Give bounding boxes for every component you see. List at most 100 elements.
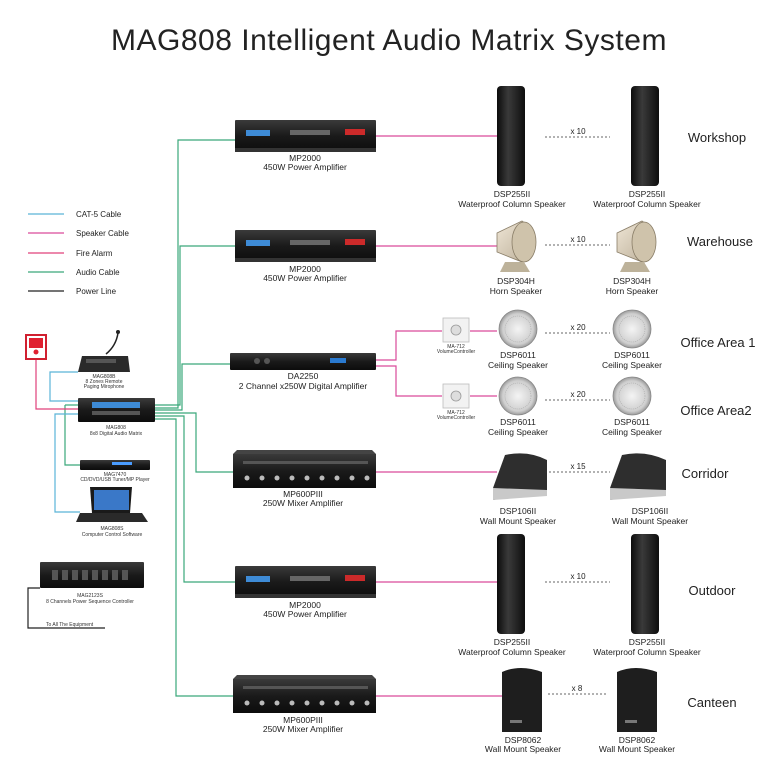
office-1-speaker-2-desc: Ceiling Speaker [602, 360, 662, 370]
multiplier-workshop: x 10 [570, 127, 586, 136]
outdoor-speaker-1-model: DSP255II [494, 637, 530, 647]
amp-1-desc: 450W Power Amplifier [263, 162, 347, 172]
office-2-speaker-2-model: DSP6011 [614, 417, 650, 427]
zone-office-1: Office Area 1 [681, 335, 756, 350]
warehouse-speaker-1-desc: Horn Speaker [490, 286, 543, 296]
corridor-speakers: DSP106II Wall Mount Speaker DSP106II Wal… [480, 453, 688, 526]
workshop-speaker-1-model: DSP255II [494, 189, 530, 199]
equipment-label: To All The Equipment [46, 622, 94, 628]
cable-layer [27, 135, 502, 697]
warehouse-speaker-2-desc: Horn Speaker [606, 286, 659, 296]
outdoor-speakers: DSP255II Waterproof Column Speaker DSP25… [458, 534, 701, 657]
fire-alarm-panel [25, 334, 47, 360]
multiplier-canteen: x 8 [572, 684, 583, 693]
office-1-speaker-2-model: DSP6011 [614, 350, 650, 360]
sequencer-desc: 8 Channels Power Sequence Controller [46, 599, 134, 605]
zone-office-2: Office Area2 [680, 403, 751, 418]
corridor-speaker-1-desc: Wall Mount Speaker [480, 516, 556, 526]
amplifier-2: MP2000 450W Power Amplifier [235, 230, 376, 283]
volume-controller-2: MA-712 VolumeController [437, 383, 476, 421]
office-2-speaker-1-model: DSP6011 [500, 417, 536, 427]
vc-2-model: MA-712 [447, 410, 465, 416]
vc-2-desc: VolumeController [437, 415, 476, 421]
office-1-speakers: DSP6011 Ceiling Speaker DSP6011 Ceiling … [488, 309, 662, 370]
legend-label-audio: Audio Cable [76, 268, 120, 277]
amplifier-1: MP2000 450W Power Amplifier [235, 120, 376, 172]
zone-outdoor: Outdoor [689, 583, 737, 598]
workshop-speaker-2-model: DSP255II [629, 189, 665, 199]
legend: CAT-5 Cable Speaker Cable Fire Alarm Aud… [28, 210, 129, 296]
volume-controller-1: MA-712 VolumeController [437, 317, 476, 355]
multiplier-outdoor: x 10 [570, 572, 586, 581]
audio-cables [64, 139, 235, 697]
workshop-speakers: DSP255II Waterproof Column Speaker DSP25… [458, 86, 701, 209]
zone-corridor: Corridor [682, 466, 730, 481]
amp-3-desc: 2 Channel x250W Digital Amplifier [239, 381, 368, 391]
warehouse-speaker-1-model: DSP304H [497, 276, 535, 286]
amplifier-5: MP2000 450W Power Amplifier [235, 566, 376, 619]
office-2-speaker-1-desc: Ceiling Speaker [488, 427, 548, 437]
zone-warehouse: Warehouse [687, 234, 753, 249]
amp-3-model: DA2250 [288, 371, 319, 381]
player-desc: CD/DVD/USB Tuner/MP Player [80, 477, 150, 483]
zone-workshop: Workshop [688, 130, 746, 145]
canteen-speaker-2-model: DSP8062 [619, 735, 656, 745]
software-model: MAG808S [100, 526, 124, 532]
legend-label-power: Power Line [76, 287, 117, 296]
corridor-speaker-1-model: DSP106II [500, 506, 536, 516]
legend-label-cat5: CAT-5 Cable [76, 210, 122, 219]
laptop-computer: MAG808S Computer Control Software [76, 487, 148, 538]
multiplier-office-1: x 20 [570, 323, 586, 332]
corridor-speaker-2-model: DSP106II [632, 506, 668, 516]
power-line [27, 587, 105, 629]
sequencer-model: MAG2123S [77, 593, 104, 599]
canteen-speaker-2-desc: Wall Mount Speaker [599, 744, 675, 754]
audio-matrix: MAG808 8x8 Digital Audio Matrix [78, 398, 155, 437]
workshop-speaker-1-desc: Waterproof Column Speaker [458, 199, 566, 209]
page-title: MAG808 Intelligent Audio Matrix System [111, 24, 667, 57]
warehouse-speakers: DSP304H Horn Speaker DSP304H Horn Speake… [490, 220, 659, 296]
amp-6-desc: 250W Mixer Amplifier [263, 724, 343, 734]
amp-2-model: MP2000 [289, 264, 321, 274]
matrix-model: MAG808 [106, 425, 126, 431]
warehouse-speaker-2-model: DSP304H [613, 276, 651, 286]
office-1-speaker-1-model: DSP6011 [500, 350, 536, 360]
office-1-speaker-1-desc: Ceiling Speaker [488, 360, 548, 370]
amp-1-model: MP2000 [289, 153, 321, 163]
multiplier-labels: x 10 x 10 x 20 x 20 x 15 x 10 x 8 [545, 127, 610, 695]
paging-microphone: MAG808B 8 Zones Remote Paging Mirophone [78, 330, 130, 390]
player-model: MAG7470 [104, 472, 127, 478]
zone-labels: Workshop Warehouse Office Area 1 Office … [680, 130, 755, 710]
amp-4-model: MP600PIII [283, 489, 323, 499]
amplifier-3: DA2250 2 Channel x250W Digital Amplifier [230, 353, 376, 391]
matrix-desc: 8x8 Digital Audio Matrix [90, 431, 143, 437]
amplifier-6: MP600PIII 250W Mixer Amplifier [233, 675, 376, 734]
mic-desc: 8 Zones Remote [86, 379, 123, 385]
mic-desc-2: Paging Mirophone [84, 384, 125, 390]
speaker-cables [376, 135, 502, 697]
software-desc: Computer Control Software [82, 532, 143, 538]
zone-canteen: Canteen [687, 695, 736, 710]
office-2-speakers: DSP6011 Ceiling Speaker DSP6011 Ceiling … [488, 376, 662, 437]
outdoor-speaker-2-desc: Waterproof Column Speaker [593, 647, 701, 657]
corridor-speaker-2-desc: Wall Mount Speaker [612, 516, 688, 526]
vc-1-desc: VolumeController [437, 349, 476, 355]
legend-label-speaker: Speaker Cable [76, 229, 129, 238]
amp-2-desc: 450W Power Amplifier [263, 273, 347, 283]
amp-5-model: MP2000 [289, 600, 321, 610]
workshop-speaker-2-desc: Waterproof Column Speaker [593, 199, 701, 209]
cat5-cables [49, 371, 80, 513]
mic-model: MAG808B [92, 374, 116, 380]
vc-1-model: MA-712 [447, 344, 465, 350]
amp-4-desc: 250W Mixer Amplifier [263, 498, 343, 508]
canteen-speaker-1-model: DSP8062 [505, 735, 542, 745]
office-2-speaker-2-desc: Ceiling Speaker [602, 427, 662, 437]
legend-label-fire: Fire Alarm [76, 249, 113, 258]
outdoor-speaker-1-desc: Waterproof Column Speaker [458, 647, 566, 657]
multiplier-office-2: x 20 [570, 390, 586, 399]
multiplier-warehouse: x 10 [570, 235, 586, 244]
canteen-speakers: DSP8062 Wall Mount Speaker DSP8062 Wall … [485, 668, 675, 754]
amp-6-model: MP600PIII [283, 715, 323, 725]
outdoor-speaker-2-model: DSP255II [629, 637, 665, 647]
